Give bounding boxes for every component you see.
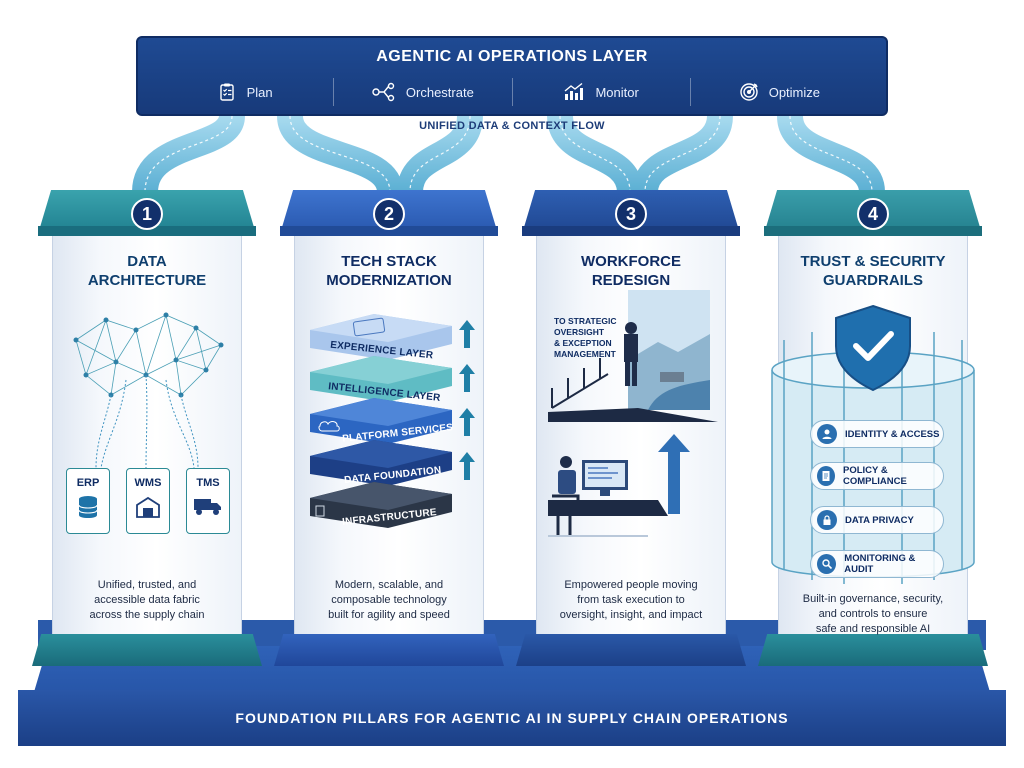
warehouse-icon <box>136 496 160 518</box>
operations-capabilities: Plan Orchestrate Monitor <box>156 78 868 106</box>
callout-line: & EXCEPTION <box>554 338 612 348</box>
pillar-description: Unified, trusted, and accessible data fa… <box>60 578 234 623</box>
pillar-base <box>32 634 262 666</box>
description-line: across the supply chain <box>89 609 205 621</box>
stack-layer-experience <box>310 314 452 360</box>
description-line: safe and responsible AI <box>815 623 931 635</box>
description-line: accessible data fabric <box>94 594 200 606</box>
pillar-number: 3 <box>615 198 647 230</box>
pillar-title: WORKFORCE REDESIGN <box>536 252 726 290</box>
description-line: Modern, scalable, and <box>334 579 444 591</box>
description-line: from task execution to <box>577 594 685 606</box>
guardrail-label: POLICY & COMPLIANCE <box>842 465 907 487</box>
system-label: ERP <box>76 477 100 489</box>
pillar-title-line: ARCHITECTURE <box>87 272 207 289</box>
callout-line: TO STRATEGIC <box>554 316 617 326</box>
pillar-title-line: MODERNIZATION <box>326 272 452 289</box>
guardrail-monitoring-audit: MONITORING & AUDIT <box>810 550 944 578</box>
foundation-platform: FOUNDATION PILLARS FOR AGENTIC AI IN SUP… <box>18 690 1006 746</box>
layered-stack-illustration <box>310 314 475 528</box>
magnifier-icon <box>817 554 837 574</box>
operations-layer-banner: AGENTIC AI OPERATIONS LAYER Plan Orchest… <box>136 36 888 116</box>
description-line: Empowered people moving <box>564 579 698 591</box>
description-line: oversight, insight, and impact <box>559 609 703 621</box>
shield-check-icon <box>835 304 911 392</box>
pillar-title: TRUST & SECURITY GUARDRAILS <box>778 252 968 290</box>
node-network-icon <box>372 82 395 102</box>
flow-label: UNIFIED DATA & CONTEXT FLOW <box>419 120 605 132</box>
capability-optimize: Optimize <box>689 78 868 106</box>
capability-orchestrate: Orchestrate <box>333 78 511 106</box>
lock-icon <box>817 510 837 530</box>
foundation-caption: FOUNDATION PILLARS FOR AGENTIC AI IN SUP… <box>235 710 789 726</box>
pillar-title-line: DATA <box>127 253 167 270</box>
description-line: and controls to ensure <box>818 608 928 620</box>
capability-orchestrate-label: Orchestrate <box>405 84 474 100</box>
description-line: built for agility and speed <box>328 609 450 621</box>
callout-line: OVERSIGHT <box>554 327 605 337</box>
pillar-tech-stack-modernization: 2 TECH STACK MODERNIZATION <box>274 190 504 670</box>
user-icon <box>817 424 837 444</box>
pillar-title-line: WORKFORCE <box>581 253 681 270</box>
workforce-illustration <box>548 290 718 537</box>
pillar-title-line: REDESIGN <box>591 272 671 289</box>
pillar-title-line: TECH STACK <box>341 253 437 270</box>
guardrail-label: DATA PRIVACY <box>845 514 914 526</box>
data-mesh-network-icon <box>73 312 224 469</box>
stack-layer-platform-services <box>310 398 452 444</box>
guardrail-policy-compliance: POLICY & COMPLIANCE <box>810 462 944 490</box>
pillar-number: 2 <box>373 198 405 230</box>
callout-line: MANAGEMENT <box>554 349 616 359</box>
bar-chart-trend-icon <box>564 82 584 100</box>
capability-plan-label: Plan <box>246 84 273 100</box>
capability-optimize-label: Optimize <box>768 84 821 100</box>
description-line: composable technology <box>331 594 447 606</box>
pillar-cap-edge <box>522 226 740 236</box>
capability-monitor-label: Monitor <box>595 84 639 100</box>
pillar-description: Empowered people moving from task execut… <box>544 578 718 623</box>
upward-arrows <box>459 320 475 480</box>
clipboard-checklist-icon <box>219 83 234 101</box>
description-line: Unified, trusted, and <box>97 579 197 591</box>
database-icon <box>78 496 98 518</box>
guardrail-label: IDENTITY & ACCESS <box>845 428 940 440</box>
truck-icon <box>194 499 221 515</box>
pillar-cap-edge <box>764 226 982 236</box>
pillar-number: 4 <box>857 198 889 230</box>
target-icon <box>740 83 758 101</box>
tms-system-box: TMS <box>186 468 230 534</box>
system-label: WMS <box>134 477 162 489</box>
pillar-cap-edge <box>38 226 256 236</box>
pillar-cap-edge <box>280 226 498 236</box>
pillar-workforce-redesign: 3 WORKFORCE REDESIGN TO STRATEGIC OVERSI… <box>516 190 746 670</box>
system-label: TMS <box>196 477 220 489</box>
operations-layer-title: AGENTIC AI OPERATIONS LAYER <box>376 48 648 65</box>
pillar-base <box>274 634 504 666</box>
strategic-oversight-callout: TO STRATEGIC OVERSIGHT & EXCEPTION MANAG… <box>554 316 617 360</box>
pillar-title: DATA ARCHITECTURE <box>52 252 242 290</box>
capability-monitor: Monitor <box>511 78 690 106</box>
pillar-description: Modern, scalable, and composable technol… <box>302 578 476 623</box>
pillar-base <box>758 634 988 666</box>
guardrail-data-privacy: DATA PRIVACY <box>810 506 944 534</box>
capability-plan: Plan <box>156 78 333 106</box>
stack-layer-infrastructure <box>310 482 452 528</box>
guardrail-label: MONITORING & AUDIT <box>844 553 916 575</box>
stack-layer-intelligence <box>310 356 452 402</box>
guardrail-identity-access: IDENTITY & ACCESS <box>810 420 944 448</box>
pillar-data-architecture: 1 DATA ARCHITECTURE ERP <box>32 190 262 670</box>
pillar-title: TECH STACK MODERNIZATION <box>294 252 484 290</box>
erp-system-box: ERP <box>66 468 110 534</box>
document-icon <box>817 466 835 486</box>
description-line: Built-in governance, security, <box>802 593 944 605</box>
stack-layer-data-foundation <box>310 440 452 486</box>
pillar-title-line: TRUST & SECURITY <box>800 253 946 270</box>
pillar-title-line: GUARDRAILS <box>823 272 923 289</box>
pillar-base <box>516 634 746 666</box>
pillar-number: 1 <box>131 198 163 230</box>
wms-system-box: WMS <box>126 468 170 534</box>
pillar-description: Built-in governance, security, and contr… <box>786 592 960 637</box>
pillar-trust-security-guardrails: 4 TRUST & SECURITY GUARDRAILS IDENTITY &… <box>758 190 988 670</box>
